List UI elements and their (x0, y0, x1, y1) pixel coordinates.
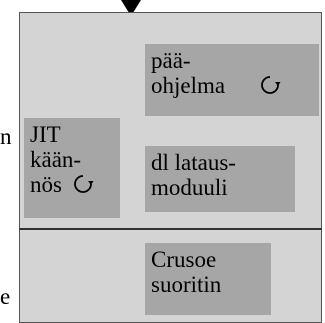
jit-line-3: nös (30, 172, 62, 197)
dl-module-line-1: dl lataus- (151, 150, 236, 175)
main-program-box: pää- ohjelma (145, 44, 319, 116)
edge-label-top: n (0, 124, 12, 149)
main-program-line-1: pää- (151, 48, 191, 73)
edge-label-bottom: e (0, 284, 11, 309)
main-program-line-2-row: ohjelma (151, 73, 313, 101)
jit-compiler-box: JIT kään- nös (24, 118, 120, 218)
main-program-line-2: ohjelma (151, 73, 226, 98)
crusoe-line-2: suoritin (151, 272, 222, 297)
crusoe-processor-box: Crusoe suoritin (145, 243, 271, 315)
crusoe-line-1: Crusoe (151, 247, 217, 272)
jit-line-1: JIT (30, 122, 61, 147)
jit-line-2: kään- (30, 147, 82, 172)
jit-line-3-row: nös (30, 172, 114, 200)
dl-module-line-2: moduuli (151, 175, 228, 200)
cycle-arrow-icon (259, 74, 281, 101)
dl-loader-module-box: dl lataus- moduuli (145, 146, 295, 212)
layer-divider (19, 228, 322, 230)
cycle-arrow-icon (72, 173, 94, 200)
